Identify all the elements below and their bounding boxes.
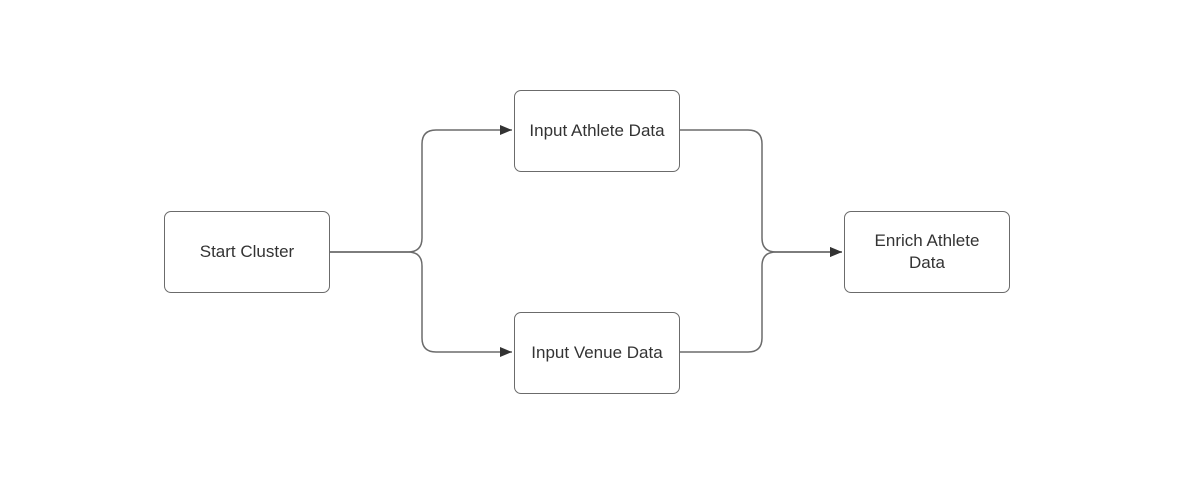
node-label: Input Venue Data — [531, 343, 663, 362]
node-start-cluster[interactable]: Start Cluster — [164, 211, 330, 293]
edge-start-to-venue — [330, 251, 512, 357]
node-label: Input Athlete Data — [529, 121, 665, 140]
node-input-venue-data[interactable]: Input Venue Data — [514, 312, 680, 394]
node-enrich-athlete-data[interactable]: Enrich Athlete Data — [844, 211, 1010, 293]
node-label: Enrich Athlete Data — [874, 231, 980, 272]
node-input-athlete-data[interactable]: Input Athlete Data — [514, 90, 680, 172]
node-label: Start Cluster — [199, 242, 295, 261]
edge-athlete-to-enrich — [680, 129, 842, 257]
edge-start-to-athlete — [330, 125, 512, 253]
edge-venue-to-enrich — [680, 247, 842, 353]
